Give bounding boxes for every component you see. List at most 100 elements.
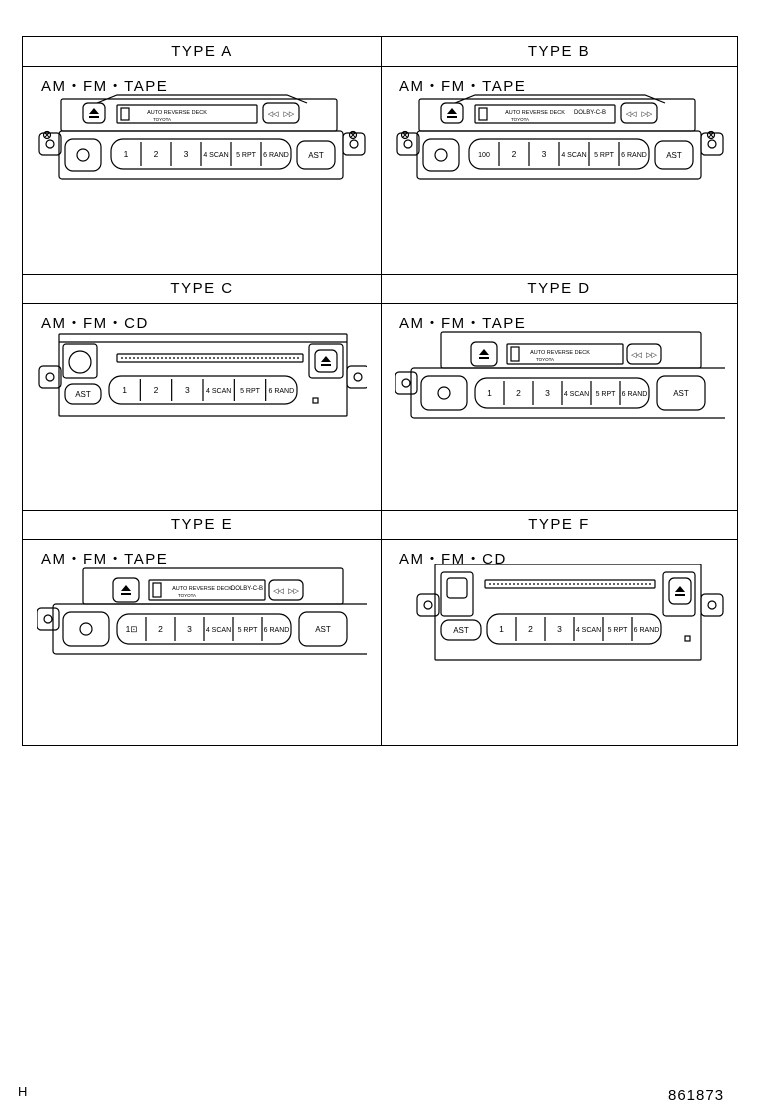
ff-rew-button — [626, 343, 662, 365]
preset-button-5-label: 5 RPT — [236, 152, 257, 159]
left-bracket-hole — [423, 600, 433, 610]
cassette-door-tab — [510, 346, 520, 362]
preset-button-6-label: 6 RAND — [264, 627, 290, 634]
rewind-icon: ◁◁ — [273, 588, 284, 595]
left-bracket — [416, 593, 440, 617]
power-knob-icon — [437, 386, 451, 400]
grid-divider-row-2 — [23, 510, 737, 511]
ast-button-label: AST — [673, 389, 689, 398]
eject-button — [82, 102, 106, 124]
power-knob-icon — [76, 148, 90, 162]
preset-button-3-label: 3 — [542, 149, 547, 159]
eject-icon — [479, 349, 489, 359]
faceplate — [58, 130, 344, 180]
fast-forward-icon: ▷▷ — [646, 352, 657, 359]
eject-button — [112, 577, 140, 603]
ast-button — [64, 383, 102, 405]
power-volume-knob — [64, 138, 102, 172]
rewind-icon: ◁◁ — [268, 111, 279, 118]
eject-icon — [321, 356, 331, 366]
deck-dolby-mark: DOLBY-C-B — [231, 586, 263, 592]
preset-button-2-label: 2 — [516, 388, 521, 398]
eject-icon — [121, 585, 131, 595]
deck-label: AUTO REVERSE DECK — [147, 110, 207, 116]
preset-button-3-label: 3 — [557, 624, 562, 634]
right-bracket-hole — [349, 139, 359, 149]
preset-button-6-label: 6 RAND — [268, 388, 294, 395]
preset-button-6-label: 6 RAND — [263, 152, 289, 159]
preset-button-1-label: 1 — [499, 624, 504, 634]
right-screw — [348, 130, 358, 140]
type-a-sources: AM・FM・TAPE — [41, 78, 169, 95]
preset-button-1-label: 1⊡ — [126, 624, 138, 634]
cassette-door-tab — [152, 582, 162, 598]
cassette-slot — [116, 104, 258, 124]
power-knob-icon — [79, 622, 93, 636]
preset-button-5-label: 5 RPT — [596, 391, 617, 398]
left-bracket — [38, 365, 62, 389]
eject-icon — [675, 586, 685, 596]
preset-buttons — [108, 375, 298, 405]
power-volume-knob — [420, 375, 468, 411]
preset-button-2-label: 2 — [154, 385, 159, 395]
power-volume-knob — [422, 138, 460, 172]
grid-divider-vertical — [381, 37, 382, 745]
preset-button-1-label: 1 — [124, 149, 129, 159]
ff-rew-button — [620, 102, 658, 124]
grid-divider-row-1 — [23, 274, 737, 275]
preset-button-6-label: 6 RAND — [622, 391, 648, 398]
cassette-door-tab — [120, 107, 130, 121]
preset-button-1-label: 100 — [478, 152, 490, 159]
cassette-slot — [148, 579, 266, 601]
preset-button-4-label: 4 SCAN — [564, 391, 589, 398]
deck-brand: TOYOTA — [536, 357, 554, 362]
preset-button-4-label: 4 SCAN — [206, 627, 231, 634]
preset-buttons — [468, 138, 650, 170]
ast-button-label: AST — [453, 626, 469, 635]
preset-buttons — [110, 138, 292, 170]
ast-button-label: AST — [75, 390, 91, 399]
type-c-title: TYPE C — [23, 274, 381, 304]
preset-button-2-label: 2 — [528, 624, 533, 634]
type-a-title: TYPE A — [23, 37, 381, 67]
right-knob-housing — [308, 343, 344, 379]
chassis-top-edge — [96, 94, 308, 104]
left-knob-housing — [62, 343, 98, 379]
preset-button-4-label: 4 SCAN — [203, 152, 228, 159]
left-knob-housing — [440, 571, 474, 617]
left-screw — [400, 130, 410, 140]
left-bracket-hole — [45, 372, 55, 382]
right-knob-housing — [662, 571, 696, 617]
ff-rew-button — [262, 102, 300, 124]
right-bracket-hole — [707, 139, 717, 149]
deck-label: AUTO REVERSE DECK — [530, 350, 590, 356]
preset-button-2-label: 2 — [154, 149, 159, 159]
deck-brand: TOYOTA — [511, 117, 529, 122]
fast-forward-icon: ▷▷ — [288, 588, 299, 595]
chassis-top-edge — [454, 94, 666, 104]
preset-button-6-label: 6 RAND — [621, 152, 647, 159]
right-bracket — [346, 365, 367, 389]
ast-button-label: AST — [666, 151, 682, 160]
eject-icon — [447, 108, 457, 118]
preset-button-4-label: 4 SCAN — [206, 388, 231, 395]
preset-button-5-label: 5 RPT — [238, 627, 259, 634]
cd-slot — [484, 579, 656, 589]
preset-button-3-label: 3 — [545, 388, 550, 398]
cassette-slot — [506, 343, 624, 365]
left-bracket — [37, 607, 60, 631]
left-knob — [68, 350, 92, 374]
deck-brand: TOYOTA — [153, 117, 171, 122]
type-e-title: TYPE E — [23, 510, 381, 540]
deck-label: AUTO REVERSE DECK — [505, 110, 565, 116]
preset-button-2-label: 2 — [512, 149, 517, 159]
eject-icon — [89, 108, 99, 118]
